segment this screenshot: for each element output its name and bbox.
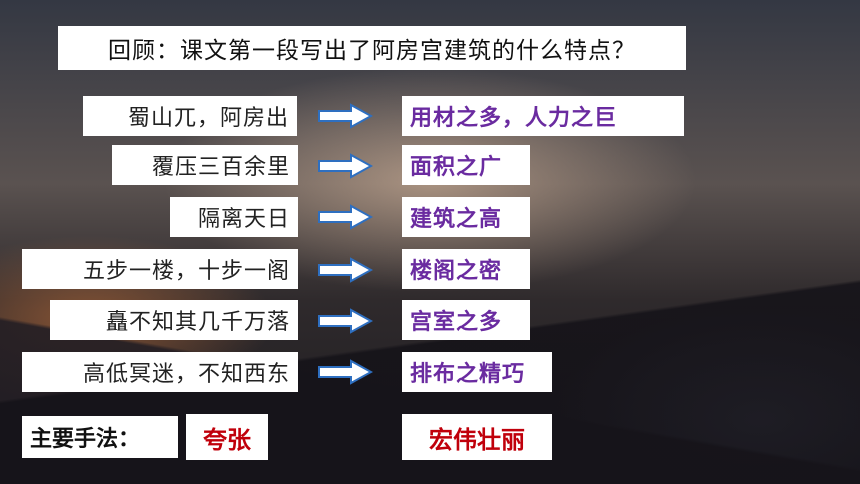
right-arrow-icon	[318, 153, 373, 179]
question-title: 回顾：课文第一段写出了阿房宫建筑的什么特点？	[58, 26, 686, 70]
quote-row-6: 高低冥迷，不知西东	[22, 352, 298, 392]
method-label: 主要手法：	[22, 416, 178, 458]
feature-row-4: 楼阁之密	[402, 249, 530, 289]
quote-row-5: 矗不知其几千万落	[50, 300, 298, 340]
quote-row-2: 覆压三百余里	[112, 145, 298, 185]
quote-row-1: 蜀山兀，阿房出	[83, 96, 297, 136]
right-arrow-icon	[318, 308, 373, 334]
right-arrow-icon	[318, 257, 373, 283]
feature-row-6: 排布之精巧	[402, 352, 552, 392]
method-answer: 夸张	[186, 414, 268, 460]
feature-row-5: 宫室之多	[402, 300, 530, 340]
feature-row-1: 用材之多，人力之巨	[402, 96, 684, 136]
quote-row-3: 隔离天日	[170, 197, 298, 237]
feature-row-2: 面积之广	[402, 145, 530, 185]
right-arrow-icon	[318, 204, 373, 230]
right-arrow-icon	[318, 359, 373, 385]
quote-row-4: 五步一楼，十步一阁	[22, 249, 298, 289]
feature-row-3: 建筑之高	[402, 197, 530, 237]
summary-answer: 宏伟壮丽	[402, 414, 552, 460]
right-arrow-icon	[318, 103, 373, 129]
